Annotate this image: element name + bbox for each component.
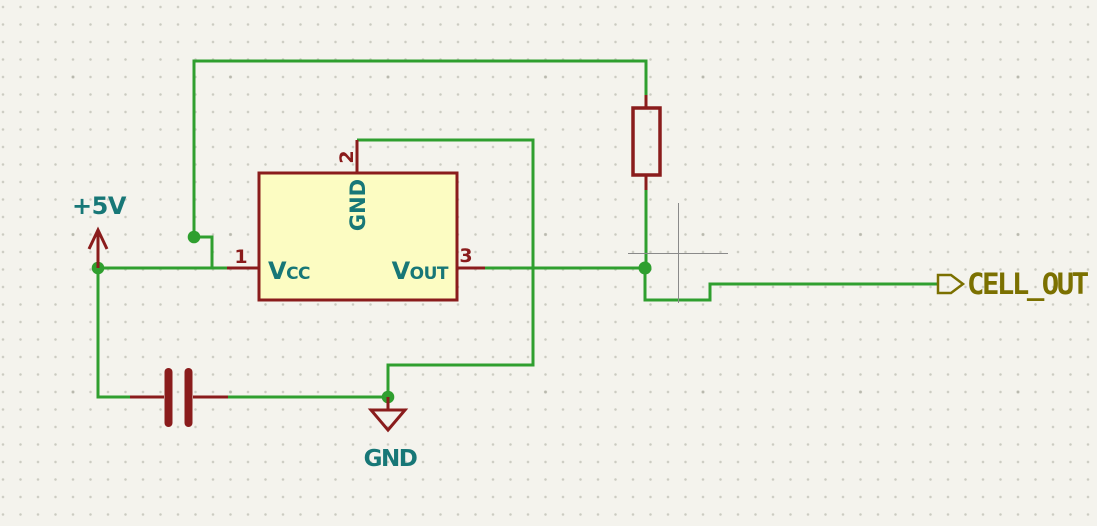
ic-pin2-number: 2 bbox=[336, 150, 358, 163]
junction-dot[interactable] bbox=[638, 261, 652, 275]
ic-symbol[interactable]: 1 Vcc 2 GND 3 Vout bbox=[227, 140, 485, 302]
ic-pin2-name: GND bbox=[346, 179, 370, 231]
wire-net-gnd[interactable] bbox=[228, 138, 535, 399]
wire-net-vout[interactable] bbox=[485, 190, 937, 302]
wire-segment-pin2-gnd-return[interactable] bbox=[357, 138, 535, 397]
power-5v-arrow-icon[interactable] bbox=[87, 226, 109, 250]
global-label-arrow-icon[interactable] bbox=[936, 273, 966, 295]
gnd-label[interactable]: GND bbox=[364, 446, 419, 472]
ic-pin1-number: 1 bbox=[234, 246, 247, 268]
wire-segment-5v-down-to-cap[interactable] bbox=[96, 268, 130, 399]
wire-segment-top-route[interactable] bbox=[192, 59, 648, 237]
resistor-body[interactable] bbox=[631, 106, 662, 177]
power-symbol-gnd[interactable]: GND bbox=[364, 397, 419, 472]
power-symbol-5v[interactable]: +5V bbox=[72, 192, 127, 268]
ic-pin1-name: Vcc bbox=[268, 257, 310, 285]
junction-dot[interactable] bbox=[187, 230, 201, 244]
capacitor-symbol[interactable] bbox=[130, 368, 228, 427]
global-label-cell-out[interactable]: CELL_OUT bbox=[936, 267, 1091, 301]
cursor-crosshair-icon bbox=[628, 203, 728, 303]
ic-pin3-number: 3 bbox=[459, 245, 472, 267]
gnd-triangle-icon[interactable] bbox=[367, 408, 409, 433]
global-label-text[interactable]: CELL_OUT bbox=[967, 267, 1091, 301]
power-5v-label[interactable]: +5V bbox=[72, 192, 127, 220]
ic-pin3-name: Vout bbox=[392, 257, 449, 285]
resistor-symbol[interactable] bbox=[631, 95, 662, 190]
ic-body[interactable] bbox=[257, 171, 459, 302]
wire-segment-to-cell-out[interactable] bbox=[643, 268, 937, 302]
